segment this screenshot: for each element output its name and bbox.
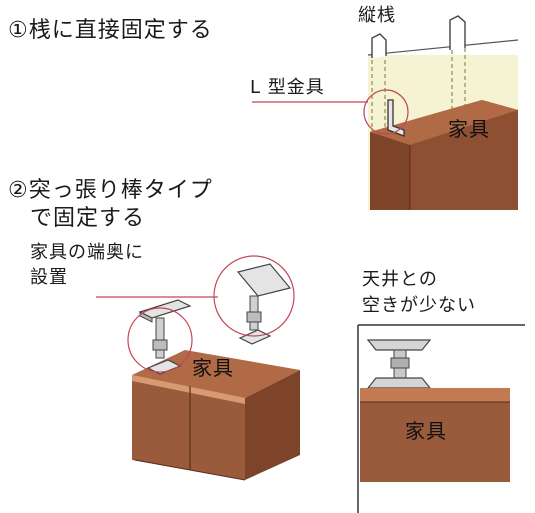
furniture-2-label: 家具 (192, 356, 234, 380)
side-view (357, 324, 525, 513)
pole-note-line2: 設置 (30, 267, 68, 288)
bracket-label: L 型金具 (250, 77, 325, 98)
furniture-1-label: 家具 (448, 117, 490, 141)
l-bracket (252, 89, 409, 137)
stud-cap-right (449, 15, 466, 50)
ceiling-note-line1: 天井との (362, 269, 438, 290)
tension-pole-right (213, 255, 295, 345)
pole-note-line1: 家具の端奥に (30, 242, 144, 263)
pole-highlight-right (213, 255, 295, 337)
furniture-3-label: 家具 (405, 419, 447, 443)
ceiling-note-line2: 空きが少ない (362, 295, 476, 316)
furniture-1 (370, 100, 518, 210)
pole-highlight-left (127, 307, 193, 373)
wall-top-edge (367, 39, 519, 56)
furniture-2 (132, 350, 300, 481)
bracket-highlight-circle (363, 89, 409, 135)
stud-cap-left (371, 33, 387, 58)
section2-title-line2: で固定する (30, 206, 146, 231)
stud-label: 縦桟 (358, 5, 396, 26)
tension-pole-left (127, 299, 193, 375)
section2-title-line1: ②突っ張り棒タイプ (8, 178, 213, 203)
section1-title: ①桟に直接固定する (8, 18, 213, 43)
